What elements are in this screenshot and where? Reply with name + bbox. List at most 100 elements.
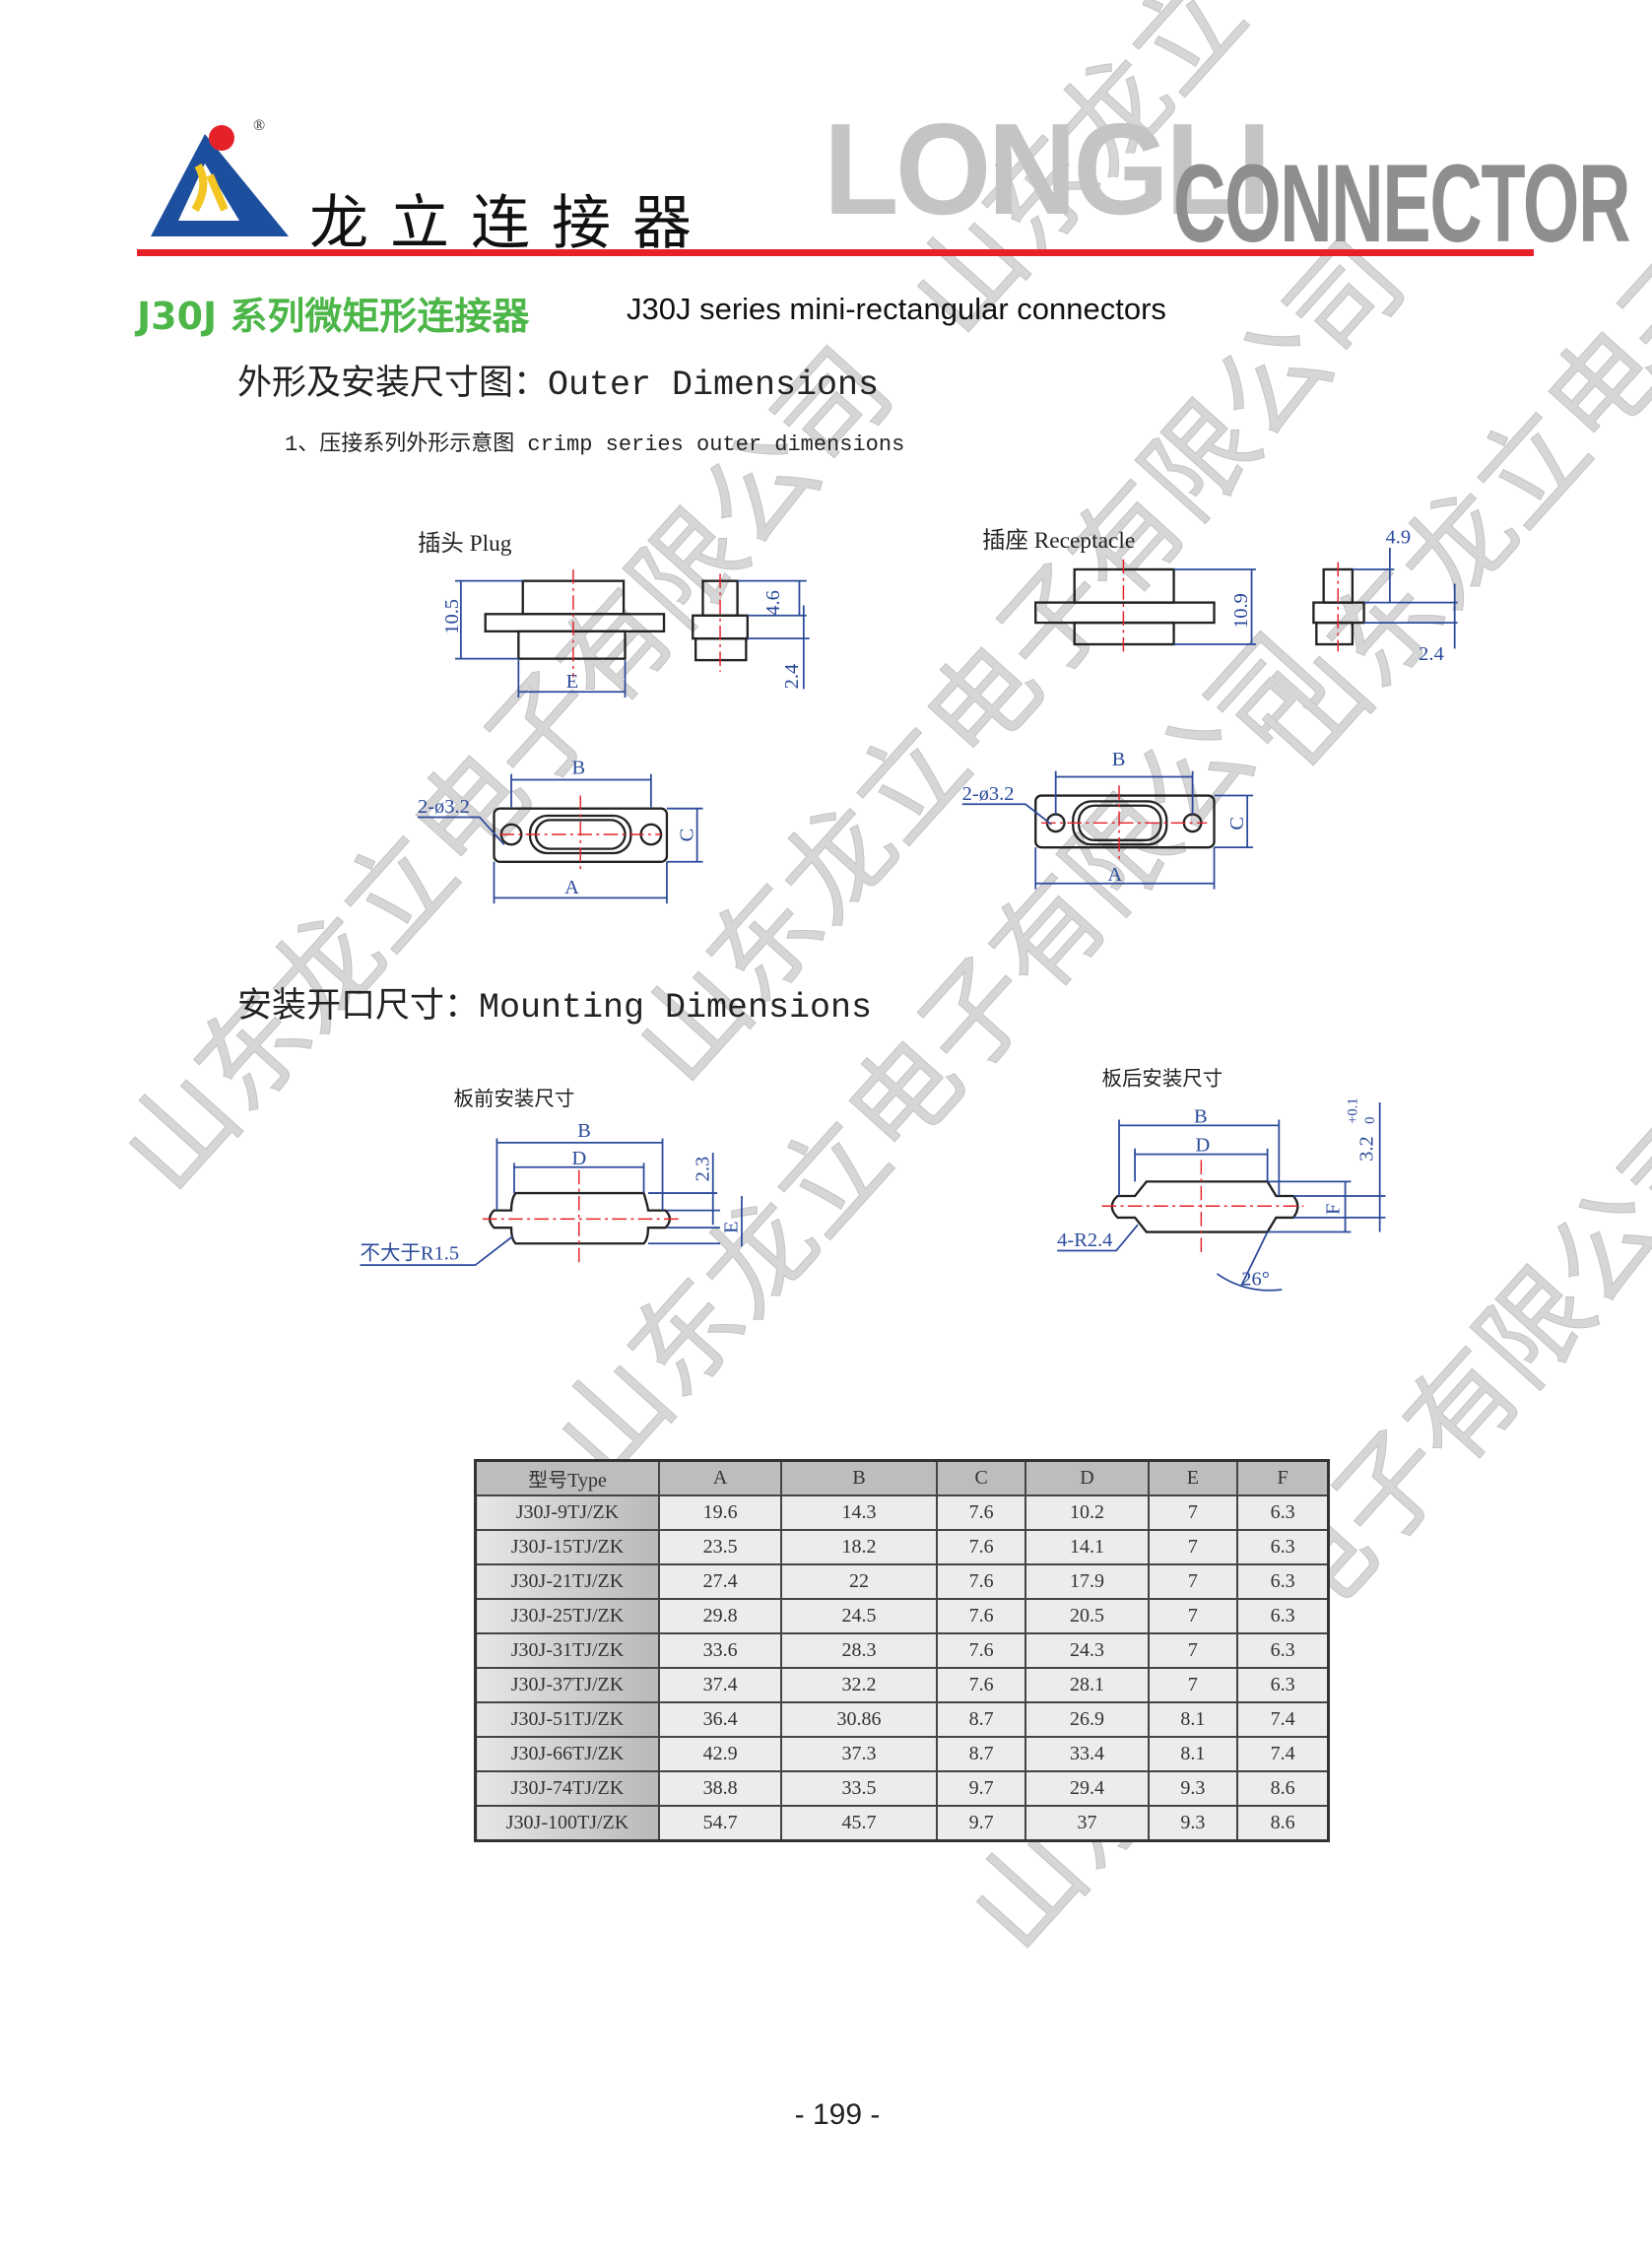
cell-value: 24.5 bbox=[780, 1598, 938, 1634]
cell-value: 8.1 bbox=[1147, 1701, 1239, 1738]
cell-value: 28.1 bbox=[1024, 1667, 1150, 1703]
cell-type: J30J-100TJ/ZK bbox=[474, 1805, 660, 1842]
cell-value: 38.8 bbox=[657, 1770, 783, 1807]
cell-value: 14.1 bbox=[1024, 1529, 1150, 1565]
cell-value: 37.4 bbox=[657, 1667, 783, 1703]
series-title-cn: J30J 系列微矩形连接器 bbox=[137, 295, 530, 338]
cell-value: 19.6 bbox=[657, 1494, 783, 1531]
cell-value: 8.6 bbox=[1236, 1805, 1330, 1842]
cell-value: 8.7 bbox=[935, 1736, 1027, 1772]
cell-value: 33.4 bbox=[1024, 1736, 1150, 1772]
cell-value: 9.3 bbox=[1147, 1805, 1239, 1842]
front-height-dim: 2.3 bbox=[692, 1157, 713, 1182]
cell-value: 23.5 bbox=[657, 1529, 783, 1565]
rear-angle-dim: 26° bbox=[1241, 1269, 1270, 1291]
cell-value: 7.4 bbox=[1236, 1736, 1330, 1772]
cell-type: J30J-25TJ/ZK bbox=[474, 1598, 660, 1634]
cell-value: 6.3 bbox=[1236, 1667, 1330, 1703]
col-type: 型号Type bbox=[474, 1459, 660, 1496]
col-b: B bbox=[780, 1459, 938, 1496]
plug-side-dim-2: 2.4 bbox=[781, 664, 803, 690]
cell-value: 14.3 bbox=[780, 1494, 938, 1531]
cell-type: J30J-37TJ/ZK bbox=[474, 1667, 660, 1703]
plug-front-view bbox=[484, 579, 666, 660]
cell-value: 37 bbox=[1024, 1805, 1150, 1842]
cell-value: 26.9 bbox=[1024, 1701, 1150, 1738]
receptacle-bottom-view bbox=[1034, 794, 1216, 849]
cell-type: J30J-74TJ/ZK bbox=[474, 1770, 660, 1807]
cell-value: 32.2 bbox=[780, 1667, 938, 1703]
cell-value: 7.6 bbox=[935, 1529, 1027, 1565]
crimp-series-subheading: 1、压接系列外形示意图 crimp series outer dimension… bbox=[285, 432, 905, 457]
cell-value: 29.4 bbox=[1024, 1770, 1150, 1807]
cell-value: 9.3 bbox=[1147, 1770, 1239, 1807]
cell-type: J30J-31TJ/ZK bbox=[474, 1632, 660, 1669]
cell-value: 22 bbox=[780, 1563, 938, 1600]
svg-text:®: ® bbox=[253, 117, 265, 134]
rear-height-dim: 3.2 bbox=[1355, 1136, 1377, 1162]
cell-value: 17.9 bbox=[1024, 1563, 1150, 1600]
front-mount-label: 板前安装尺寸 bbox=[454, 1088, 575, 1110]
page-number: - 199 - bbox=[794, 2098, 881, 2131]
cell-value: 7 bbox=[1147, 1667, 1239, 1703]
rear-radius-note: 4-R2.4 bbox=[1057, 1229, 1112, 1251]
cell-type: J30J-9TJ/ZK bbox=[474, 1494, 660, 1531]
cell-value: 7 bbox=[1147, 1598, 1239, 1634]
rear-tolerance-lower: 0 bbox=[1362, 1117, 1378, 1124]
cell-type: J30J-51TJ/ZK bbox=[474, 1701, 660, 1738]
col-c: C bbox=[935, 1459, 1027, 1496]
cell-value: 7 bbox=[1147, 1632, 1239, 1669]
col-d: D bbox=[1024, 1459, 1150, 1496]
cell-value: 7 bbox=[1147, 1529, 1239, 1565]
series-title-en: J30J series mini-rectangular connectors bbox=[627, 292, 1166, 326]
col-a: A bbox=[657, 1459, 783, 1496]
cell-value: 33.5 bbox=[780, 1770, 938, 1807]
cell-value: 37.3 bbox=[780, 1736, 938, 1772]
cell-value: 28.3 bbox=[780, 1632, 938, 1669]
plug-a-dim: A bbox=[564, 877, 579, 898]
cell-value: 9.7 bbox=[935, 1805, 1027, 1842]
rear-d-dim: D bbox=[1196, 1135, 1211, 1157]
table-header-row: 型号Type A B C D E F bbox=[474, 1459, 1330, 1496]
outer-dimensions-heading: 外形及安装尺寸图：Outer Dimensions bbox=[237, 365, 880, 405]
cell-value: 9.7 bbox=[935, 1770, 1027, 1807]
brand-wordmark-connector: CONNECTOR bbox=[1173, 142, 1630, 265]
cell-value: 7 bbox=[1147, 1563, 1239, 1600]
plug-side-dim-1: 4.6 bbox=[762, 590, 784, 616]
rear-b-dim: B bbox=[1194, 1105, 1208, 1127]
cell-type: J30J-66TJ/ZK bbox=[474, 1736, 660, 1772]
cell-type: J30J-21TJ/ZK bbox=[474, 1563, 660, 1600]
receptacle-side-dim-2: 2.4 bbox=[1419, 643, 1444, 665]
front-cutout bbox=[488, 1191, 672, 1245]
cell-value: 7.6 bbox=[935, 1494, 1027, 1531]
receptacle-height-dim: 10.9 bbox=[1230, 593, 1252, 629]
cell-type: J30J-15TJ/ZK bbox=[474, 1529, 660, 1565]
brand-name-cn: 龙立连接器 bbox=[309, 189, 713, 258]
cell-value: 7.6 bbox=[935, 1563, 1027, 1600]
plug-holes-dim: 2-ø3.2 bbox=[418, 796, 470, 818]
longli-logo-icon: ® bbox=[151, 117, 289, 236]
cell-value: 42.9 bbox=[657, 1736, 783, 1772]
cell-value: 24.3 bbox=[1024, 1632, 1150, 1669]
receptacle-a-dim: A bbox=[1107, 864, 1122, 886]
front-b-dim: B bbox=[577, 1120, 591, 1142]
cell-value: 20.5 bbox=[1024, 1598, 1150, 1634]
header-divider bbox=[137, 249, 1534, 256]
cell-value: 8.7 bbox=[935, 1701, 1027, 1738]
cell-value: 8.1 bbox=[1147, 1736, 1239, 1772]
cell-value: 10.2 bbox=[1024, 1494, 1150, 1531]
cell-value: 54.7 bbox=[657, 1805, 783, 1842]
cell-value: 7.4 bbox=[1236, 1701, 1330, 1738]
rear-f-dim: F bbox=[1323, 1204, 1345, 1215]
receptacle-holes-dim: 2-ø3.2 bbox=[962, 783, 1015, 805]
receptacle-label: 插座 Receptacle bbox=[982, 527, 1135, 554]
